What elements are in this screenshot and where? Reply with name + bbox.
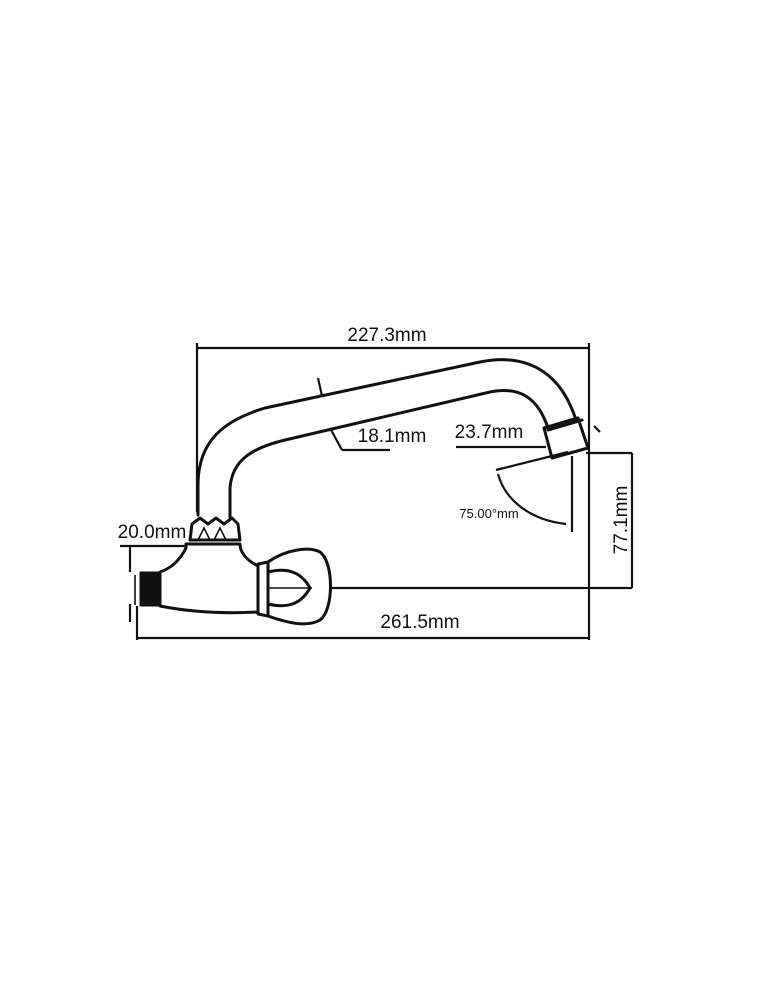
collar-nut [188, 516, 242, 542]
dimension-labels: 227.3mm 18.1mm 23.7mm 75.00°mm 77.1mm 20… [118, 325, 632, 633]
collar-nut-teeth [197, 526, 227, 541]
handle-lever [266, 547, 332, 626]
outlet-ref-line [495, 450, 569, 472]
faucet-outline [134, 358, 590, 626]
outlet-dia-tick [593, 425, 601, 433]
dimension-lines [120, 343, 634, 640]
spout-dia-leader [329, 427, 343, 451]
label-outlet-diameter: 23.7mm [455, 422, 524, 443]
threaded-inlet [139, 571, 161, 607]
valve-body [158, 542, 260, 615]
spout-dia-tick [316, 377, 324, 397]
outlet-nozzle-line [546, 418, 584, 432]
spout-outer-edge [196, 358, 578, 517]
label-overall-length: 261.5mm [380, 612, 459, 633]
angle-arc [496, 473, 567, 526]
label-outlet-angle: 75.00°mm [459, 506, 518, 521]
label-spout-diameter: 18.1mm [358, 426, 427, 447]
label-inlet-diameter: 20.0mm [118, 522, 187, 543]
label-outlet-height: 77.1mm [611, 486, 632, 555]
label-spout-reach: 227.3mm [347, 325, 426, 346]
spout-inner-edge [228, 389, 550, 519]
